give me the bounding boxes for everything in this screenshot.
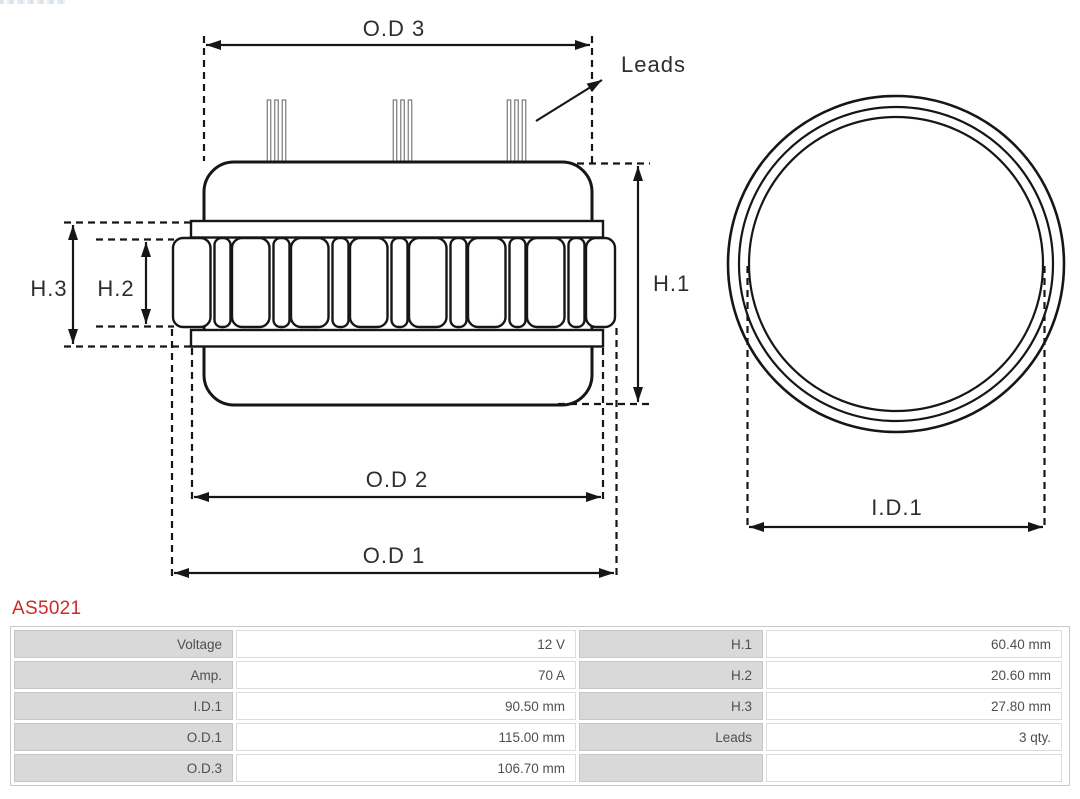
slot-segment [171, 236, 212, 329]
spec-label-cell: H.2 [579, 661, 763, 689]
middle-ring [737, 105, 1055, 423]
leads-pointer-arrow [535, 79, 603, 122]
stator-slots [171, 236, 617, 329]
leads-label: Leads [621, 52, 686, 77]
lead-wire [266, 99, 272, 163]
spec-value-cell [766, 754, 1062, 782]
spec-value-cell: 12 V [236, 630, 576, 658]
spec-value-cell: 60.40 mm [766, 630, 1062, 658]
slot-segment [584, 236, 617, 329]
spec-value-cell: 70 A [236, 661, 576, 689]
spec-value-cell: 106.70 mm [236, 754, 576, 782]
spec-label-cell: H.1 [579, 630, 763, 658]
lead-wire [281, 99, 287, 163]
slot-segment [449, 236, 468, 329]
slot-segment [348, 236, 389, 329]
spec-label-cell [579, 754, 763, 782]
spec-label-cell: O.D.3 [14, 754, 233, 782]
spec-label-cell: Voltage [14, 630, 233, 658]
slot-segment [213, 236, 232, 329]
spec-label-cell: H.3 [579, 692, 763, 720]
h3-label: H.3 [30, 276, 67, 301]
slot-segment [508, 236, 527, 329]
part-number: AS5021 [12, 598, 82, 619]
lead-wire [514, 99, 519, 163]
lead-wire [521, 99, 527, 163]
slot-segment [230, 236, 271, 329]
spec-label-cell: O.D.1 [14, 723, 233, 751]
lead-wire [506, 99, 512, 163]
extension-lines [64, 36, 1046, 576]
outer-ring [726, 94, 1066, 434]
od1-label: O.D 1 [363, 543, 425, 568]
spec-value-cell: 90.50 mm [236, 692, 576, 720]
spec-label-cell: Leads [579, 723, 763, 751]
lead-wires [266, 99, 527, 163]
logo-fragment [0, 0, 66, 4]
stator-bottom-flange [189, 328, 605, 348]
slot-segment [525, 236, 566, 329]
slot-segment [289, 236, 330, 329]
slot-segment [272, 236, 291, 329]
od2-label: O.D 2 [366, 467, 428, 492]
stator-top-flange [189, 219, 605, 239]
dimension-arrows [68, 40, 1043, 578]
inner-ring [747, 115, 1045, 413]
slot-segment [331, 236, 350, 329]
lead-wire [274, 99, 279, 163]
slot-segment [407, 236, 448, 329]
spec-value-cell: 27.80 mm [766, 692, 1062, 720]
slot-segment [567, 236, 586, 329]
stator-front-view [726, 94, 1066, 434]
h2-label: H.2 [97, 276, 134, 301]
od3-label: O.D 3 [363, 16, 425, 41]
lead-wire [400, 99, 405, 163]
spec-label-cell: I.D.1 [14, 692, 233, 720]
id1-label: I.D.1 [871, 495, 922, 520]
spec-label-cell: Amp. [14, 661, 233, 689]
lead-wire [392, 99, 398, 163]
stator-side-view [171, 99, 617, 407]
h1-label: H.1 [653, 271, 690, 296]
slot-segment [466, 236, 507, 329]
slot-segment [390, 236, 409, 329]
stator-technical-drawing: O.D 3 Leads H.1 H.3 H.2 O.D 2 O.D 1 I.D.… [30, 16, 1066, 578]
spec-value-cell: 115.00 mm [236, 723, 576, 751]
spec-value-cell: 3 qty. [766, 723, 1062, 751]
spec-value-cell: 20.60 mm [766, 661, 1062, 689]
lead-wire [407, 99, 413, 163]
